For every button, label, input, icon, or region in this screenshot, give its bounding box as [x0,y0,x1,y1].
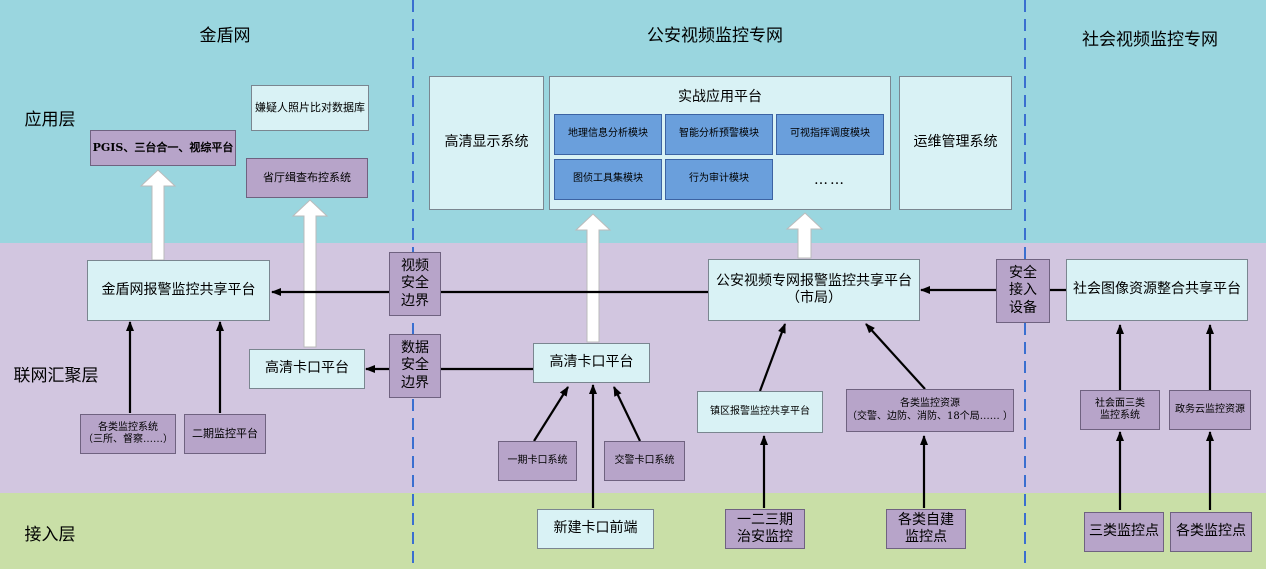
monitor-systems-box: 各类监控系统 （三所、督察……） [80,414,176,454]
jindun-share-platform-box: 金盾网报警监控共享平台 [87,260,270,321]
data-border-line2: 安全 [401,357,429,374]
access-device-line2: 接入 [1009,282,1037,299]
social-class3-system-box: 社会面三类 监控系统 [1080,390,1160,430]
ops-management-box: 运维管理系统 [899,76,1012,210]
data-border-line3: 边界 [401,374,429,391]
video-border-line2: 安全 [401,275,429,292]
new-checkpoint-front-box: 新建卡口前端 [537,509,654,549]
video-border-line1: 视频 [401,257,429,274]
social-integration-platform-box: 社会图像资源整合共享平台 [1066,259,1248,321]
class3-points-box: 三类监控点 [1084,512,1164,552]
self-built-points-box: 各类自建 监控点 [886,509,966,549]
monitor-systems-line1: 各类监控系统 [98,421,158,433]
town-share-platform-box: 镇区报警监控共享平台 [697,391,823,433]
combat-platform-title: 实战应用平台 [678,89,762,105]
suspect-photo-db-box: 嫌疑人照片比对数据库 [251,85,369,131]
gongan-share-line1: 公安视频专网报警监控共享平台 [716,272,912,289]
self-built-line1: 各类自建 [898,511,954,528]
resources-line1: 各类监控资源 [900,398,960,409]
secure-access-device-box: 安全 接入 设备 [996,259,1050,323]
header-jindun: 金盾网 [199,25,251,46]
module-smart-alert: 智能分析预警模块 [665,114,773,155]
module-visual-dispatch: 可视指挥调度模块 [776,114,884,155]
class3-sys-line2: 监控系统 [1100,410,1140,421]
resources-line2: （交警、边防、消防、18个局…… ） [847,410,1013,422]
header-shehui: 社会视频监控专网 [1082,29,1218,50]
phase2-platform-box: 二期监控平台 [184,414,266,454]
data-border-line1: 数据 [401,339,429,356]
self-built-line2: 监控点 [905,529,947,545]
security-monitor-line2: 治安监控 [737,529,793,545]
phase1-checkpoint-box: 一期卡口系统 [498,441,577,481]
layer-label-access: 接入层 [24,524,76,545]
traffic-checkpoint-box: 交警卡口系统 [604,441,685,481]
all-monitor-points-box: 各类监控点 [1170,512,1252,552]
province-control-box: 省厅缉查布控系统 [246,158,368,198]
jindun-hd-checkpoint-box: 高清卡口平台 [249,349,365,389]
video-security-border-box: 视频 安全 边界 [389,252,441,316]
access-device-line1: 安全 [1009,264,1037,281]
module-geo-analysis: 地理信息分析模块 [554,114,662,155]
modules-ellipsis: …… [814,172,846,188]
access-device-line3: 设备 [1009,299,1037,316]
pgis-box: PGIS、三台合一、视综平台 [90,130,236,166]
monitor-resources-box: 各类监控资源 （交警、边防、消防、18个局…… ） [846,389,1014,432]
hd-display-box: 高清显示系统 [429,76,544,210]
header-gongan: 公安视频监控专网 [647,25,783,46]
security-monitor-box: 一二三期 治安监控 [725,509,805,549]
class3-sys-line1: 社会面三类 [1095,397,1145,409]
layer-label-network: 联网汇聚层 [13,365,99,386]
module-image-tools: 图侦工具集模块 [554,159,662,200]
data-security-border-box: 数据 安全 边界 [389,334,441,398]
module-behavior-audit: 行为审计模块 [665,159,773,200]
video-border-line3: 边界 [401,292,429,309]
gongan-hd-checkpoint-box: 高清卡口平台 [533,343,650,383]
gongan-share-platform-box: 公安视频专网报警监控共享平台 （市局） [708,259,920,321]
security-monitor-line1: 一二三期 [737,511,793,528]
gov-cloud-monitor-box: 政务云监控资源 [1169,390,1251,430]
gongan-share-line2: （市局） [786,290,842,306]
layer-label-application: 应用层 [24,109,76,130]
monitor-systems-line2: （三所、督察……） [83,434,173,445]
